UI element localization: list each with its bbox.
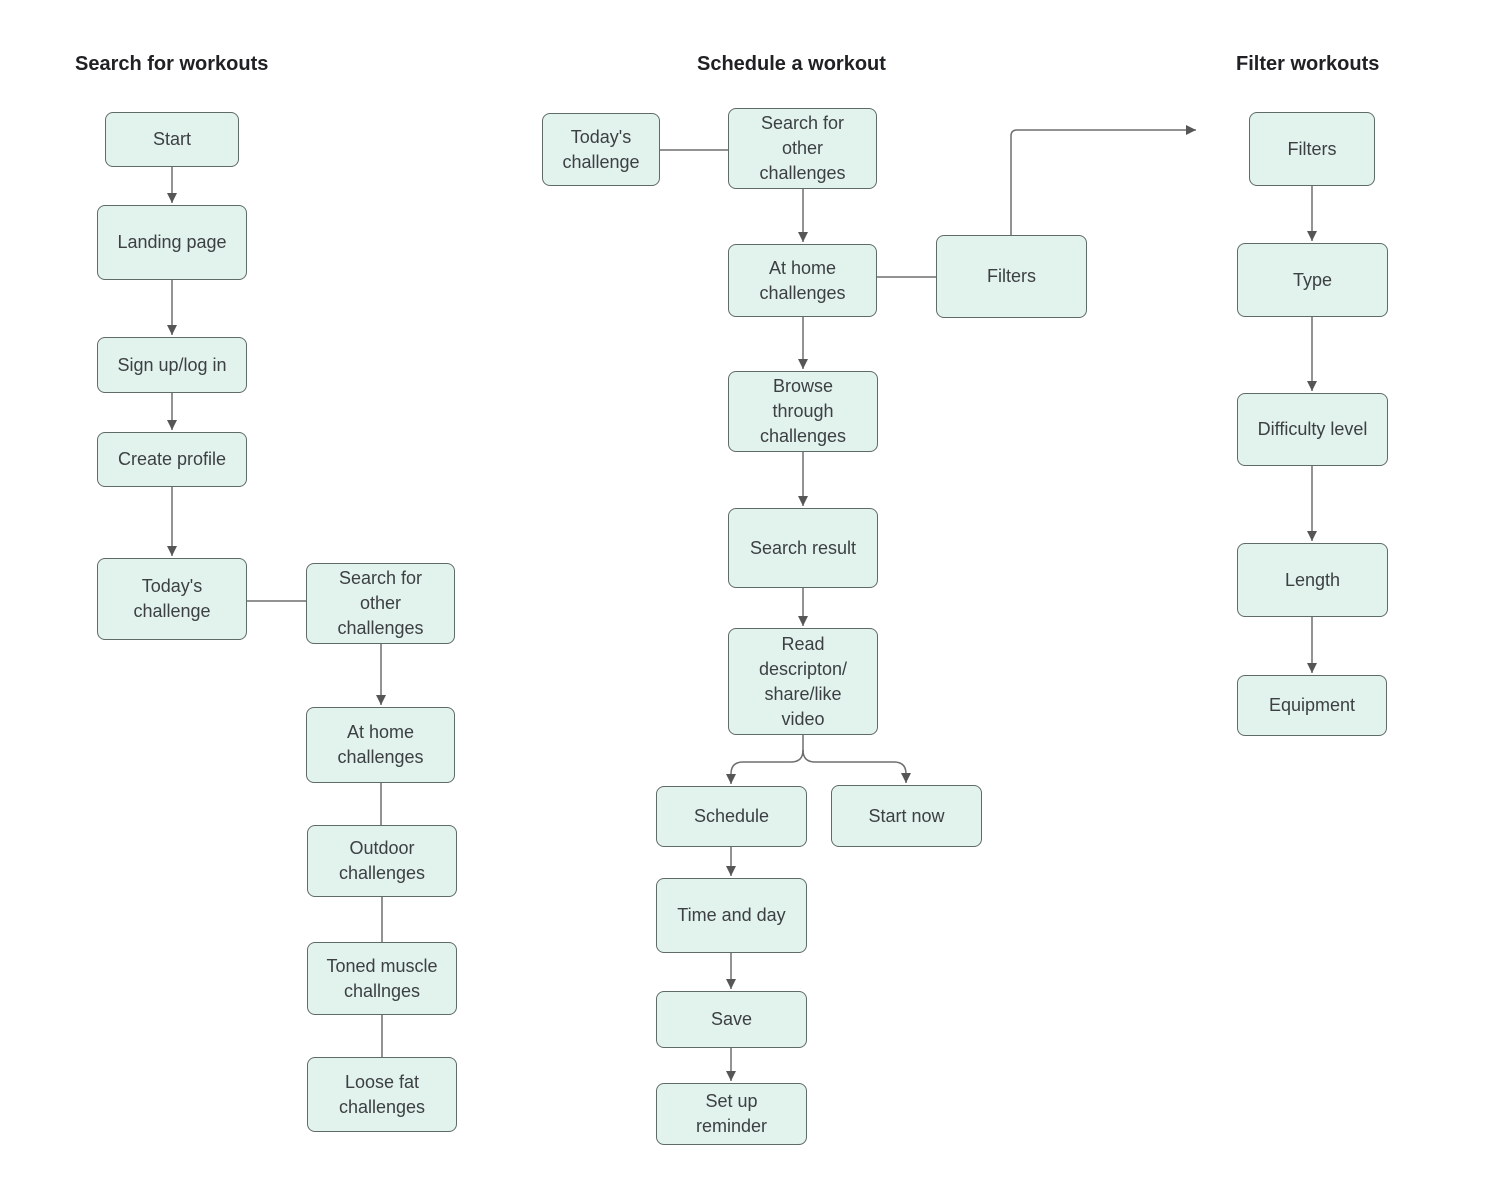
- node-outdoor-challenges: Outdoor challenges: [307, 825, 457, 897]
- edge-read-to-start-now: [802, 749, 911, 783]
- section-title-search-workouts: Search for workouts: [75, 53, 269, 75]
- node-sign-up-log-in: Sign up/log in: [97, 337, 247, 393]
- node-difficulty-level: Difficulty level: [1237, 393, 1388, 466]
- node-toned-muscle-challnges: Toned muscle challnges: [307, 942, 457, 1015]
- section-title-schedule-workout: Schedule a workout: [697, 53, 886, 75]
- edge-read-to-schedule: [726, 749, 804, 784]
- node-time-and-day: Time and day: [656, 878, 807, 953]
- node-length: Length: [1237, 543, 1388, 617]
- node-equipment: Equipment: [1237, 675, 1387, 736]
- node-todays-challenge-left: Today's challenge: [97, 558, 247, 640]
- node-search-other-challenges-left: Search for other challenges: [306, 563, 455, 644]
- node-schedule: Schedule: [656, 786, 807, 847]
- node-browse-through-challenges: Browse through challenges: [728, 371, 878, 452]
- node-at-home-challenges-left: At home challenges: [306, 707, 455, 783]
- edge-filters-mid-to-filters-right: [1010, 125, 1196, 235]
- node-todays-challenge-mid: Today's challenge: [542, 113, 660, 186]
- node-landing-page: Landing page: [97, 205, 247, 280]
- node-start-now: Start now: [831, 785, 982, 847]
- node-start: Start: [105, 112, 239, 167]
- node-read-description-share-like-video: Read descripton/ share/like video: [728, 628, 878, 735]
- node-type: Type: [1237, 243, 1388, 317]
- node-loose-fat-challenges: Loose fat challenges: [307, 1057, 457, 1132]
- node-at-home-challenges-mid: At home challenges: [728, 244, 877, 317]
- node-search-result: Search result: [728, 508, 878, 588]
- node-save: Save: [656, 991, 807, 1048]
- node-search-other-challenges-mid: Search for other challenges: [728, 108, 877, 189]
- node-filters-right: Filters: [1249, 112, 1375, 186]
- node-filters-mid: Filters: [936, 235, 1087, 318]
- section-title-filter-workouts: Filter workouts: [1236, 53, 1380, 75]
- node-create-profile: Create profile: [97, 432, 247, 487]
- node-set-up-reminder: Set up reminder: [656, 1083, 807, 1145]
